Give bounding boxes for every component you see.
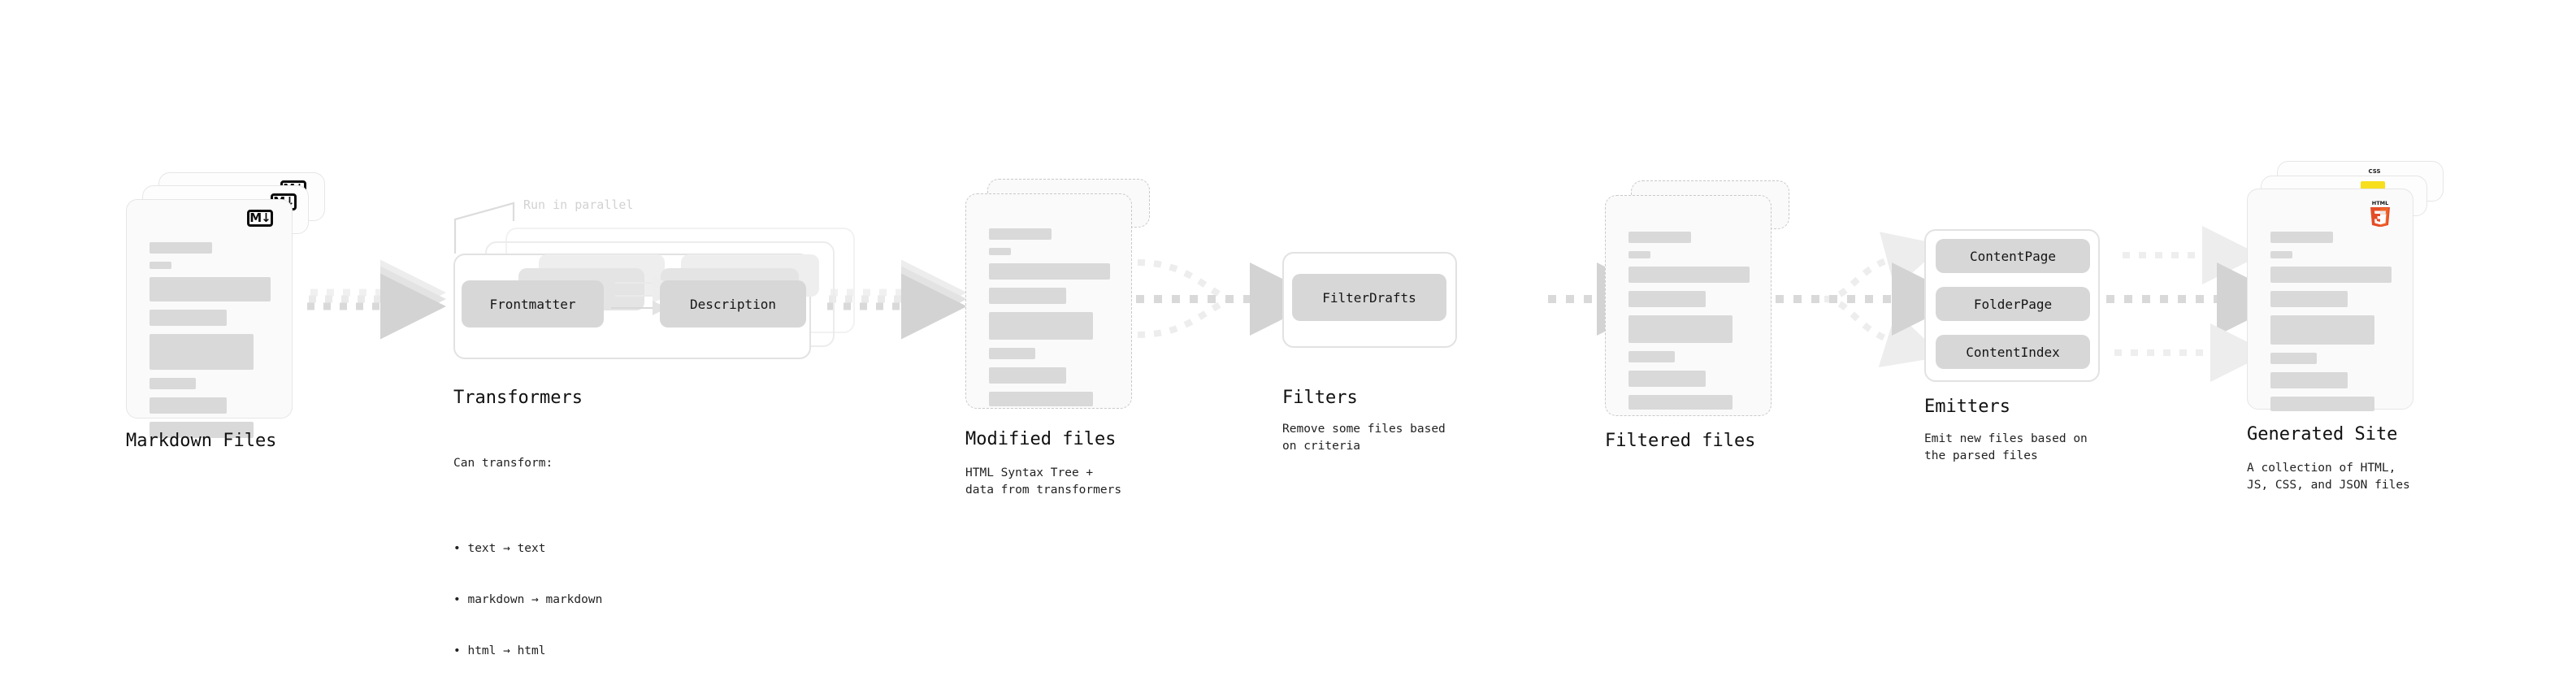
skeleton-bar	[989, 288, 1067, 304]
markdown-card-front: M↓	[126, 199, 293, 438]
skeleton-bar	[1628, 315, 1733, 343]
stage-title-modified-files: Modified files	[965, 429, 1117, 449]
skeleton-bar	[150, 334, 254, 370]
modified-skeleton	[989, 228, 1110, 414]
skeleton-bar	[1628, 232, 1692, 243]
capability-item: text → text	[453, 540, 602, 557]
skeleton-bar	[989, 312, 1094, 340]
html5-icon: HTML	[2368, 199, 2392, 228]
skeleton-bar	[2270, 353, 2317, 364]
emitter-chip-contentindex[interactable]: ContentIndex	[1936, 335, 2090, 369]
filter-chip-filterdrafts[interactable]: FilterDrafts	[1292, 274, 1446, 321]
skeleton-bar	[1628, 395, 1733, 410]
skeleton-bar	[989, 248, 1011, 255]
skeleton-bar	[1628, 371, 1706, 387]
filtered-card-front	[1605, 195, 1772, 416]
stage-title-emitters: Emitters	[1924, 397, 2010, 417]
stage-title-markdown-files: Markdown Files	[126, 431, 277, 451]
transformer-chip-frontmatter[interactable]: Frontmatter	[462, 280, 604, 327]
emitters-subtitle: Emit new files based on the parsed files	[1924, 432, 2088, 463]
skeleton-bar	[2270, 251, 2292, 258]
html5-icon-glyph: HTML	[2370, 200, 2390, 228]
skeleton-bar	[989, 392, 1094, 406]
transformers-subtitle-lead: Can transform:	[453, 457, 553, 471]
transformers-subtitle: Can transform: text → text markdown → ma…	[453, 421, 602, 681]
skeleton-bar	[150, 262, 171, 269]
skeleton-bar	[2270, 315, 2375, 345]
markdown-icon: M↓	[247, 210, 273, 227]
skeleton-bar	[150, 397, 228, 414]
skeleton-bar	[2270, 267, 2392, 283]
transformers-capability-list: text → text markdown → markdown html → h…	[453, 506, 602, 681]
skeleton-bar	[150, 378, 196, 389]
site-skeleton	[2270, 232, 2392, 419]
skeleton-bar	[2270, 232, 2334, 243]
skeleton-bar	[989, 348, 1035, 359]
arrow-modified-to-filters	[1136, 259, 1323, 338]
run-in-parallel-label: Run in parallel	[523, 197, 634, 212]
emitter-chip-contentpage[interactable]: ContentPage	[1936, 239, 2090, 273]
stage-title-transformers: Transformers	[453, 388, 583, 408]
site-card-html: HTML	[2247, 189, 2413, 411]
skeleton-bar	[150, 310, 228, 326]
markdown-skeleton	[150, 242, 271, 446]
svg-text:HTML: HTML	[2372, 200, 2388, 206]
arrow-filtered-to-emitters	[1776, 232, 1965, 367]
css-icon-label: CSS	[2368, 168, 2381, 175]
modified-files-subtitle: HTML Syntax Tree + data from transformer…	[965, 466, 1122, 497]
skeleton-bar	[150, 422, 254, 438]
generated-site-subtitle: A collection of HTML, JS, CSS, and JSON …	[2247, 462, 2410, 492]
skeleton-bar	[989, 367, 1067, 384]
filtered-skeleton	[1628, 232, 1750, 418]
transformer-chip-description[interactable]: Description	[660, 280, 806, 327]
skeleton-bar	[2270, 372, 2348, 388]
emitter-chip-folderpage[interactable]: FolderPage	[1936, 287, 2090, 321]
modified-card-front	[965, 193, 1132, 409]
stage-title-filters: Filters	[1282, 388, 1358, 408]
skeleton-bar	[1628, 267, 1750, 283]
skeleton-bar	[1628, 251, 1650, 258]
skeleton-bar	[989, 228, 1052, 240]
arrow-markdown-to-transformers	[307, 259, 446, 340]
skeleton-bar	[1628, 291, 1706, 307]
skeleton-bar	[150, 242, 213, 254]
skeleton-bar	[2270, 397, 2375, 411]
filters-subtitle: Remove some files based on criteria	[1282, 423, 1446, 453]
stage-title-filtered-files: Filtered files	[1605, 431, 1756, 451]
skeleton-bar	[150, 277, 271, 301]
skeleton-bar	[1628, 351, 1675, 362]
capability-item: markdown → markdown	[453, 592, 602, 609]
skeleton-bar	[2270, 291, 2348, 307]
skeleton-bar	[989, 263, 1110, 280]
stage-title-generated-site: Generated Site	[2247, 424, 2398, 445]
capability-item: html → html	[453, 643, 602, 660]
arrow-emitters-to-site	[2106, 226, 2290, 382]
